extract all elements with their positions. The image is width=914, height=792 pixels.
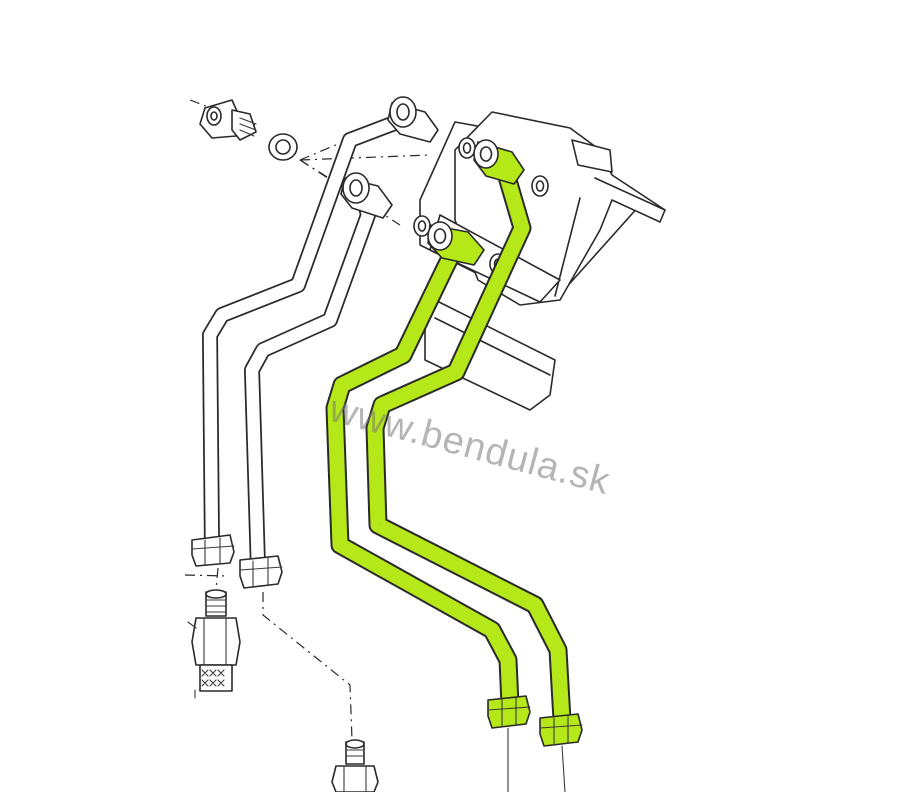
highlighted-pipe-front	[325, 238, 520, 715]
hex-nut-highlighted-rear	[539, 713, 583, 747]
pipe-tail-rear	[561, 745, 566, 792]
hose-fitting-bottom	[331, 739, 379, 792]
elbow-fitting	[199, 99, 257, 141]
highlighted-banjo-eye-front	[427, 221, 485, 266]
hex-nut-outline-right	[239, 555, 283, 589]
hex-nut-highlighted-front	[487, 695, 531, 729]
sealing-washer	[268, 133, 298, 161]
highlighted-banjo-eye-rear	[473, 139, 525, 185]
outline-pipe-left	[202, 110, 416, 556]
hose-fitting-left	[187, 589, 241, 699]
hex-nut-outline-left	[191, 534, 235, 567]
banjo-eye-upper	[387, 96, 439, 143]
banjo-eye-lower	[340, 172, 393, 219]
highlighted-pipe-rear	[365, 160, 572, 730]
